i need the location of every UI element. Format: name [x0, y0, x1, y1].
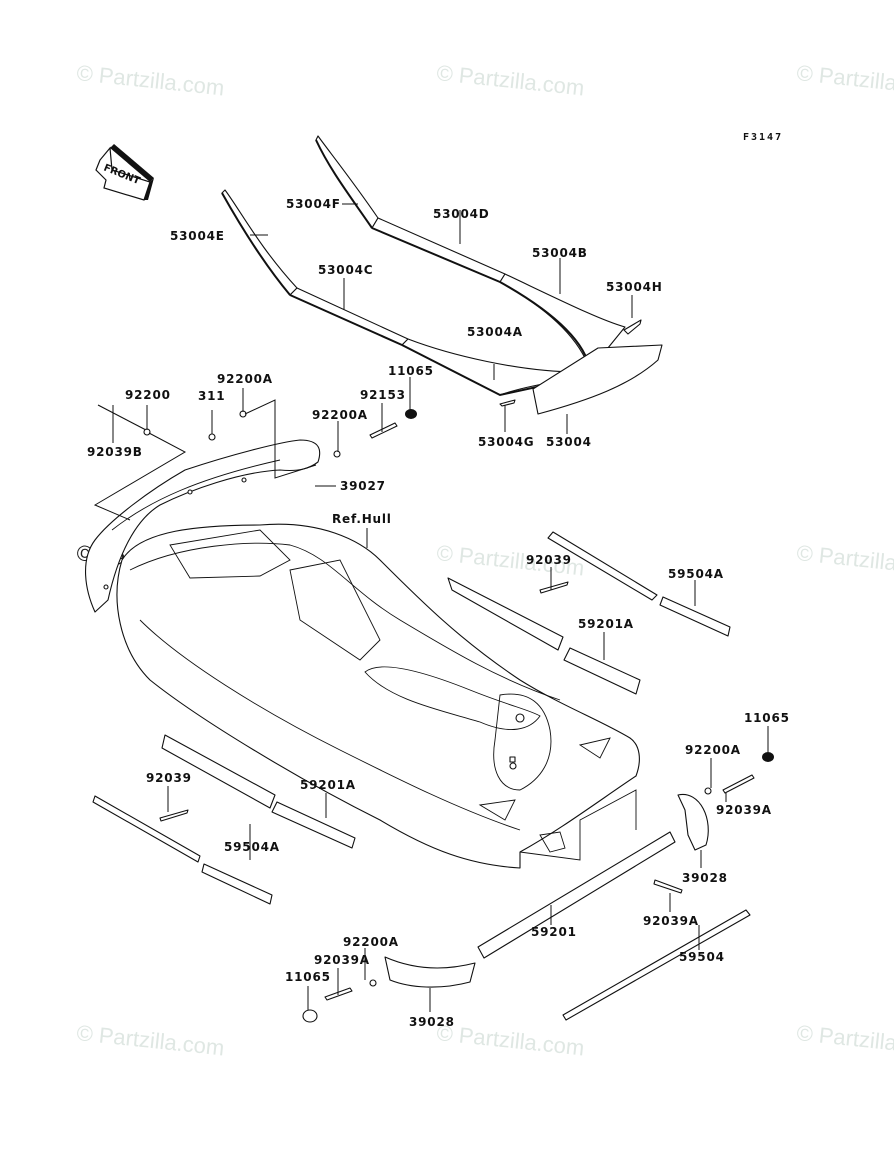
- watermark: © Partzilla.com: [795, 1020, 894, 1060]
- callout-59201A[interactable]: 59201A: [300, 778, 356, 792]
- part-11065-top[interactable]: [405, 409, 417, 419]
- part-92039-left[interactable]: [159, 809, 189, 822]
- callout-92039[interactable]: 92039: [526, 553, 572, 567]
- part-11065-bottom[interactable]: [302, 1009, 318, 1023]
- callout-39028[interactable]: 39028: [682, 871, 728, 885]
- part-59504A-left[interactable]: [201, 863, 273, 905]
- drawing-code: F3147: [743, 132, 783, 143]
- callout-59504[interactable]: 59504: [679, 950, 725, 964]
- part-39028-bottom[interactable]: [384, 956, 476, 988]
- watermark: © Partzilla.com: [75, 1020, 225, 1060]
- part-92200A-right[interactable]: [704, 787, 712, 795]
- right-sponson-parts: [447, 531, 731, 695]
- part-53004[interactable]: [532, 344, 663, 415]
- callout-92039A[interactable]: 92039A: [314, 953, 370, 967]
- watermark: © Partzilla.com: [435, 1020, 585, 1060]
- front-arrow-icon: FRONT: [95, 144, 154, 201]
- callout-11065[interactable]: 11065: [388, 364, 434, 378]
- callout-92039A[interactable]: 92039A: [643, 914, 699, 928]
- part-92200A-bottom[interactable]: [369, 979, 377, 987]
- callout-53004B[interactable]: 53004B: [532, 246, 588, 260]
- rear-brackets: [384, 793, 709, 988]
- part-53004G[interactable]: [499, 399, 516, 407]
- callout-53004A[interactable]: 53004A: [467, 325, 523, 339]
- callout-53004C[interactable]: 53004C: [318, 263, 373, 277]
- callout-39027[interactable]: 39027: [340, 479, 386, 493]
- callout-53004H[interactable]: 53004H: [606, 280, 663, 294]
- part-311[interactable]: [208, 433, 216, 441]
- watermark: © Partzilla.com: [435, 60, 585, 100]
- callout-92039A[interactable]: 92039A: [716, 803, 772, 817]
- callout-39028[interactable]: 39028: [409, 1015, 455, 1029]
- part-59201A-right[interactable]: [563, 647, 641, 695]
- part-59201A-left-upper[interactable]: [161, 734, 276, 809]
- callout-53004D[interactable]: 53004D: [433, 207, 490, 221]
- part-53004H[interactable]: [623, 319, 642, 335]
- part-39027[interactable]: [84, 439, 321, 613]
- callout-11065[interactable]: 11065: [285, 970, 331, 984]
- callout-11065[interactable]: 11065: [744, 711, 790, 725]
- reference-hull-label: Ref.Hull: [332, 512, 392, 526]
- callout-92200A[interactable]: 92200A: [343, 935, 399, 949]
- callout-92200[interactable]: 92200: [125, 388, 171, 402]
- part-53004C[interactable]: [289, 287, 409, 346]
- callout-53004G[interactable]: 53004G: [478, 435, 534, 449]
- callout-53004F[interactable]: 53004F: [286, 197, 341, 211]
- callout-92200A[interactable]: 92200A: [685, 743, 741, 757]
- leader-lines: [93, 203, 769, 1012]
- part-59504[interactable]: [562, 909, 751, 1021]
- callout-53004[interactable]: 53004: [546, 435, 592, 449]
- callout-92153[interactable]: 92153: [360, 388, 406, 402]
- callout-59504A[interactable]: 59504A: [224, 840, 280, 854]
- callout-59201[interactable]: 59201: [531, 925, 577, 939]
- part-59504A-right-upper[interactable]: [547, 531, 658, 601]
- part-92039A-lower[interactable]: [653, 879, 683, 894]
- deck-mat-set: [221, 135, 663, 415]
- part-39028-right[interactable]: [677, 793, 709, 851]
- part-53004F[interactable]: [315, 135, 379, 229]
- callout-311[interactable]: 311: [198, 389, 225, 403]
- part-92039B[interactable]: [97, 404, 147, 431]
- left-sponson-parts: [92, 734, 356, 905]
- callout-53004E[interactable]: 53004E: [170, 229, 225, 243]
- part-92200A-mid[interactable]: [333, 450, 341, 458]
- part-11065-right[interactable]: [762, 752, 774, 762]
- callout-92039B[interactable]: 92039B: [87, 445, 143, 459]
- part-59201A-right-upper[interactable]: [447, 577, 564, 651]
- callout-92200A[interactable]: 92200A: [217, 372, 273, 386]
- callout-92039[interactable]: 92039: [146, 771, 192, 785]
- callout-59504A[interactable]: 59504A: [668, 567, 724, 581]
- fasteners: [97, 404, 774, 1023]
- part-92039A-right[interactable]: [722, 774, 755, 794]
- part-92039-right[interactable]: [539, 581, 569, 594]
- rear-handle-39027: [84, 439, 321, 613]
- part-59201A-left[interactable]: [271, 801, 356, 849]
- lower-rails: [477, 831, 751, 1021]
- hull-body: [116, 523, 640, 869]
- part-59504A-left-upper[interactable]: [92, 795, 201, 863]
- watermark: © Partzilla.com: [795, 60, 894, 100]
- part-59504A-right[interactable]: [659, 596, 731, 637]
- callout-92200A[interactable]: 92200A: [312, 408, 368, 422]
- part-53004D[interactable]: [371, 217, 506, 283]
- callout-59201A[interactable]: 59201A: [578, 617, 634, 631]
- watermark: © Partzilla.com: [795, 540, 894, 580]
- callout-labels: 53004F 53004D 53004E 53004B 53004H 53004…: [87, 197, 790, 1029]
- part-59201[interactable]: [477, 831, 676, 959]
- watermark: © Partzilla.com: [75, 60, 225, 100]
- hull-outline: [116, 523, 640, 869]
- part-92153[interactable]: [369, 422, 398, 439]
